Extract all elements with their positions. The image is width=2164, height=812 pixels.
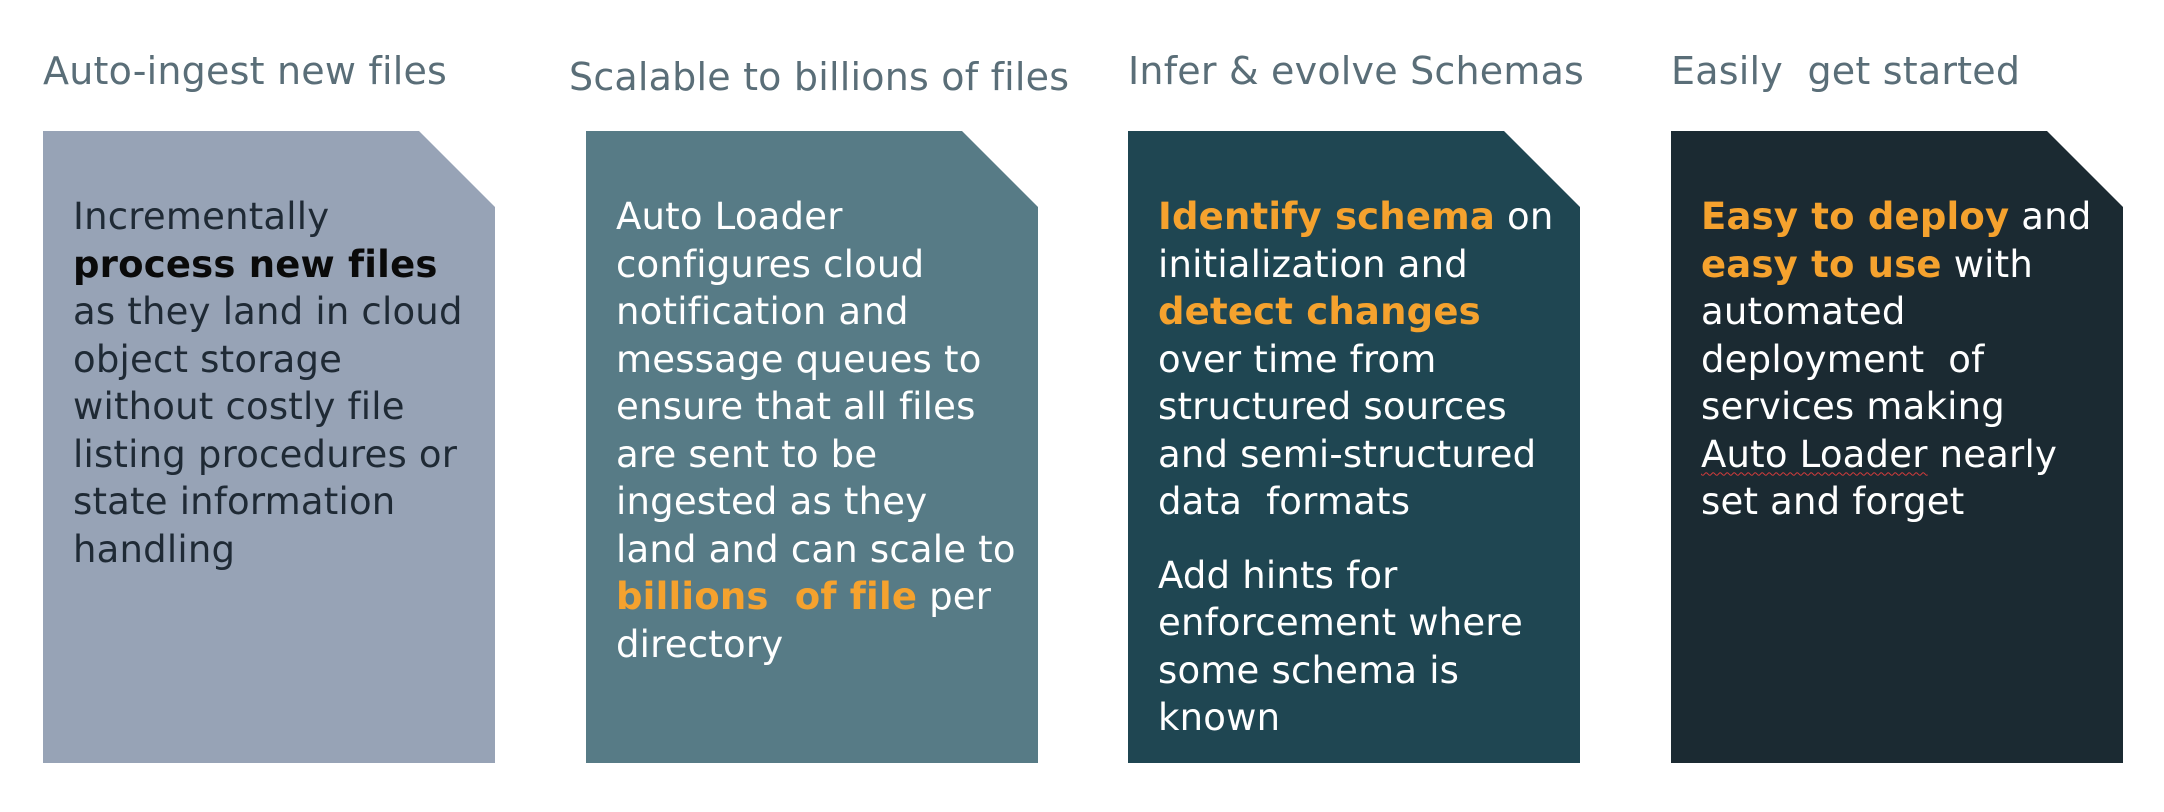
card-highlight: easy to use xyxy=(1701,242,1942,286)
card-body: Easy to deploy and easy to use with auto… xyxy=(1701,193,2103,526)
card-paragraph: Identify schema on initialization and de… xyxy=(1158,193,1560,526)
card-text: Add hints for enforcement where some sch… xyxy=(1158,553,1523,740)
card-highlight: billions of file xyxy=(616,575,918,618)
card-text: nearly set and forget xyxy=(1701,432,2070,524)
card-body: Identify schema on initialization and de… xyxy=(1158,193,1560,742)
card-text: with automated deployment of services ma… xyxy=(1701,242,2045,429)
card-paragraph: Add hints for enforcement where some sch… xyxy=(1158,552,1560,742)
card-text: on initialization and xyxy=(1158,195,1566,286)
card-body: Incrementally process new files as they … xyxy=(73,193,475,573)
column-schemas: Infer & evolve Schemas Identify schema o… xyxy=(1128,0,1598,812)
feature-card: Easy to deploy and easy to use with auto… xyxy=(1671,131,2123,763)
column-auto-ingest: Auto-ingest new files Incrementally proc… xyxy=(43,0,503,812)
column-heading: Auto-ingest new files xyxy=(43,49,448,93)
card-text: Incrementally xyxy=(73,195,330,238)
feature-card: Auto Loader configures cloud notificatio… xyxy=(586,131,1038,763)
feature-card: Incrementally process new files as they … xyxy=(43,131,495,763)
card-body: Auto Loader configures cloud notificatio… xyxy=(616,193,1018,668)
card-paragraph: Incrementally process new files as they … xyxy=(73,193,475,573)
column-heading: Easily get started xyxy=(1671,49,2021,93)
card-text: as they land in cloud object storage wit… xyxy=(73,290,463,571)
card-highlight: Identify schema xyxy=(1158,195,1496,238)
card-text: per directory xyxy=(616,575,992,666)
column-heading: Infer & evolve Schemas xyxy=(1128,49,1585,93)
card-text: over time from structured sources and se… xyxy=(1158,290,1549,524)
spellcheck-underlined-text: Auto Loader xyxy=(1701,432,1928,476)
column-heading: Scalable to billions of files xyxy=(569,55,1070,99)
column-scalable: Scalable to billions of files Auto Loade… xyxy=(569,0,1069,812)
card-paragraph: Auto Loader configures cloud notificatio… xyxy=(616,193,1018,668)
card-highlight: Easy to deploy xyxy=(1701,195,2010,238)
card-emphasis: process new files xyxy=(73,242,438,286)
card-highlight: detect changes xyxy=(1158,290,1481,333)
card-paragraph: Easy to deploy and easy to use with auto… xyxy=(1701,193,2103,526)
column-get-started: Easily get started Easy to deploy and ea… xyxy=(1671,0,2141,812)
feature-card: Identify schema on initialization and de… xyxy=(1128,131,1580,763)
card-text: and xyxy=(2009,195,2104,238)
card-text: Auto Loader configures cloud notificatio… xyxy=(616,195,1016,571)
